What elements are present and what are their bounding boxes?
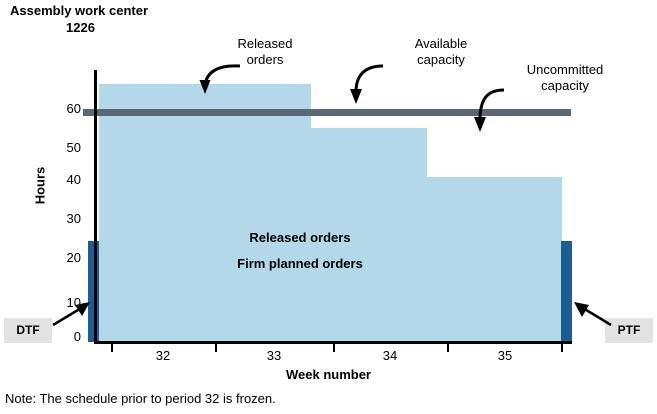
x-tick-label-34: 34 [382,348,398,363]
callout-available-capacity-line2: capacity [417,52,465,67]
y-tick-label-20: 20 [66,250,81,265]
ptf-arrow [574,302,612,327]
callout-released-orders-line1: Released [237,36,293,51]
y-axis-line [94,70,97,344]
x-tick-32-33 [215,344,217,352]
x-tick-label-35: 35 [497,348,513,363]
ptf-bar [561,241,572,342]
callout-uncommitted-capacity: Uncommitted capacity [495,62,635,94]
x-tick-label-32: 32 [155,348,171,363]
y-tick-label-40: 40 [66,172,81,187]
load-block-week-35 [427,177,562,342]
callout-released-orders-line2: orders [246,52,284,67]
x-tick-33-34 [333,344,335,352]
x-tick-label-33: 33 [266,348,282,363]
y-tick-label-50: 50 [66,140,81,155]
inplot-label-firm-planned-orders: Firm planned orders [237,256,363,271]
y-axis-title: Hours [32,166,48,205]
callout-available-capacity: Available capacity [382,36,500,68]
callout-uncommitted-capacity-line1: Uncommitted [526,62,604,77]
x-tick-left-edge [111,344,113,352]
load-block-week-34 [311,128,427,342]
y-tick-label-60: 60 [66,101,81,116]
work-center-number: 1226 [66,20,95,35]
dtf-bar [88,241,99,342]
dtf-arrow [52,302,90,327]
callout-arrow-available-capacity [350,64,384,104]
load-block-week-32-33 [99,84,311,342]
page-title: Assembly work center [10,3,149,18]
dtf-tag: DTF [4,318,52,343]
callout-arrow-released-orders [199,64,241,94]
y-tick-label-30: 30 [66,211,81,226]
callout-available-capacity-line1: Available [414,36,468,51]
x-tick-right-edge [561,344,563,352]
y-tick-label-0: 0 [73,329,81,344]
callout-uncommitted-capacity-line2: capacity [541,78,589,93]
note-text: Note: The schedule prior to period 32 is… [5,391,276,406]
x-axis-line [94,341,572,344]
x-axis-title: Week number [285,367,371,382]
callout-released-orders: Released orders [205,36,325,68]
ptf-tag: PTF [605,318,653,343]
x-tick-34-35 [447,344,449,352]
available-capacity-line [83,109,571,116]
inplot-label-released-orders: Released orders [249,230,351,245]
callout-arrow-uncommitted-capacity [474,88,505,132]
